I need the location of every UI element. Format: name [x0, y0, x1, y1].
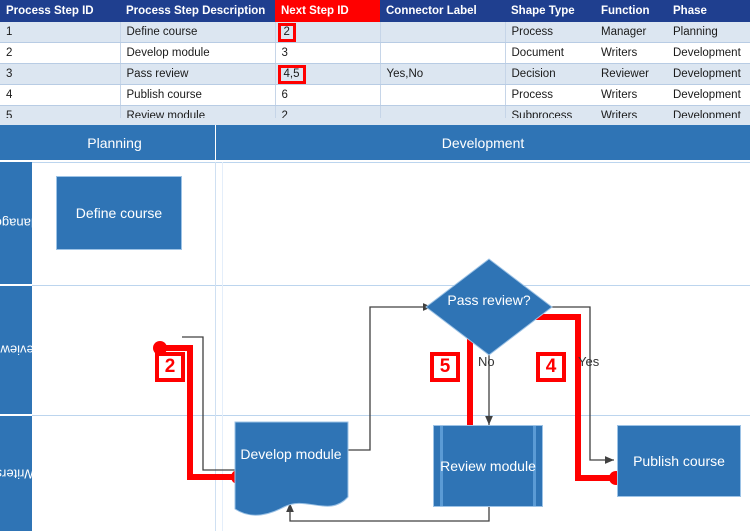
lane-divider-reviewer-writers — [32, 415, 750, 416]
cell-connector-label[interactable]: Yes,No — [379, 63, 505, 85]
cell-step-id[interactable]: 1 — [0, 22, 120, 43]
swimlane-flowchart[interactable]: Planning Development Manager Reviewer Wr… — [0, 125, 750, 531]
cell-phase[interactable]: Development — [667, 63, 750, 85]
phase-divider-shadow — [222, 162, 223, 531]
column-header-next-step-id[interactable]: Next Step ID — [275, 0, 380, 22]
cell-shape-type[interactable]: Process — [504, 22, 595, 43]
cell-shape-type[interactable]: Document — [504, 42, 595, 64]
shape-label-pass-review: Pass review? — [447, 292, 531, 308]
cell-phase[interactable]: Planning — [667, 22, 750, 43]
cell-description[interactable]: Develop module — [119, 42, 275, 64]
cell-next-step-id[interactable]: 3 — [274, 42, 380, 64]
cell-function[interactable]: Writers — [595, 42, 667, 64]
column-header-process-step-id[interactable]: Process Step ID — [0, 0, 120, 22]
shape-publish-course[interactable]: Publish course — [617, 425, 741, 497]
edge-label-no: No — [478, 354, 495, 369]
cell-phase[interactable]: Development — [667, 84, 750, 106]
highlighted-cell-value: 2 — [277, 22, 296, 42]
lane-header-reviewer: Reviewer — [0, 286, 43, 414]
shape-review-module[interactable]: Review module — [433, 425, 543, 507]
lane-divider-manager-reviewer — [32, 285, 750, 286]
highlighted-cell-value: 4,5 — [277, 64, 306, 84]
shape-label-review-module: Review module — [440, 457, 536, 474]
column-header-function[interactable]: Function — [595, 0, 667, 22]
column-header-phase[interactable]: Phase — [667, 0, 750, 22]
lane-header-manager: Manager — [0, 162, 42, 284]
cell-step-id[interactable]: 2 — [0, 42, 120, 64]
cell-function[interactable]: Reviewer — [595, 63, 667, 85]
cell-connector-label[interactable] — [379, 22, 505, 43]
edge-label-yes: Yes — [578, 354, 600, 369]
process-steps-table[interactable]: Process Step ID Process Step Description… — [0, 0, 750, 127]
cell-description[interactable]: Publish course — [119, 84, 275, 106]
cell-next-step-id[interactable]: 2 — [274, 22, 380, 43]
subprocess-bar-left — [440, 426, 443, 506]
cell-phase[interactable]: Development — [667, 42, 750, 64]
cell-shape-type[interactable]: Process — [504, 84, 595, 106]
cell-function[interactable]: Manager — [595, 22, 667, 43]
callout-badge-2: 2 — [155, 352, 185, 382]
column-header-connector-label[interactable]: Connector Label — [380, 0, 505, 22]
phase-divider — [215, 162, 216, 531]
diagram-corner — [0, 125, 14, 160]
cell-description[interactable]: Pass review — [119, 63, 275, 85]
cell-next-step-id[interactable]: 6 — [274, 84, 380, 106]
cell-next-step-id[interactable]: 4,5 — [274, 63, 380, 85]
cell-connector-label[interactable] — [379, 84, 505, 106]
callout-badge-4: 4 — [536, 352, 566, 382]
column-header-process-step-description[interactable]: Process Step Description — [120, 0, 275, 22]
shape-develop-module[interactable] — [234, 421, 356, 521]
column-header-shape-type[interactable]: Shape Type — [505, 0, 595, 22]
subprocess-bar-right — [533, 426, 536, 506]
phase-header-development: Development — [216, 125, 750, 160]
connector-lines-layer — [182, 303, 614, 522]
phase-header-planning: Planning — [14, 125, 215, 160]
cell-step-id[interactable]: 3 — [0, 63, 120, 85]
cell-function[interactable]: Writers — [595, 84, 667, 106]
shape-define-course[interactable]: Define course — [56, 176, 182, 250]
lane-header-writers: Writers — [0, 416, 36, 531]
cell-description[interactable]: Define course — [119, 22, 275, 43]
cell-shape-type[interactable]: Decision — [504, 63, 595, 85]
lane-divider-top — [32, 162, 750, 163]
table-header-row: Process Step ID Process Step Description… — [0, 0, 750, 22]
cell-step-id[interactable]: 4 — [0, 84, 120, 106]
shape-label-develop-module: Develop module — [240, 445, 342, 462]
callout-badge-5: 5 — [430, 352, 460, 382]
cell-connector-label[interactable] — [379, 42, 505, 64]
red-endpoint-dot — [153, 341, 167, 355]
shape-pass-review-diamond[interactable] — [424, 257, 554, 357]
